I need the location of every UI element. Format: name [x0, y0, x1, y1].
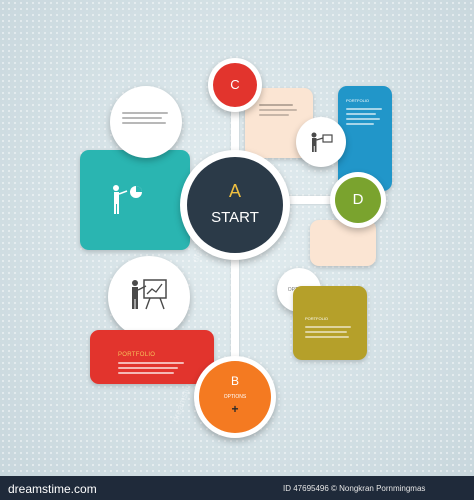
presentation-board-icon [132, 279, 167, 310]
presenter-circle [296, 117, 346, 167]
olive-card: PORTFOLIO [293, 286, 367, 360]
blue-card-title: PORTFOLIO [346, 98, 370, 103]
olive-card-title: PORTFOLIO [305, 316, 329, 321]
node-b-options-label: OPTIONS [223, 394, 247, 400]
info-circle-top [110, 86, 182, 158]
red-card: PORTFOLIO [90, 330, 214, 384]
start-node-letter: A [228, 181, 241, 201]
node-c-letter: C [230, 77, 240, 92]
node-b-plus: + [231, 402, 239, 416]
connector-c [231, 95, 239, 165]
presentation-circle [108, 256, 190, 338]
start-node[interactable]: A START [180, 150, 290, 260]
presenter-icon [311, 132, 333, 152]
footer-credit: ID 47695496 © Nongkran Pornmingmas [283, 484, 426, 493]
node-d-letter: D [352, 191, 364, 208]
connector-b [231, 250, 239, 370]
peach-card-right [310, 220, 376, 266]
node-b[interactable]: B OPTIONS + [194, 356, 276, 438]
teal-card [80, 150, 190, 250]
presenter-chart-icon [113, 185, 142, 214]
node-c[interactable]: C [208, 58, 262, 112]
footer-site: dreamstime.com [8, 482, 97, 496]
node-b-letter: B [230, 374, 239, 388]
node-d[interactable]: D [330, 172, 386, 228]
red-card-title: PORTFOLIO [118, 352, 156, 358]
connector-d [275, 196, 345, 204]
footer-bar: dreamstime.com ID 47695496 © Nongkran Po… [0, 476, 474, 500]
start-node-label: START [211, 209, 259, 226]
